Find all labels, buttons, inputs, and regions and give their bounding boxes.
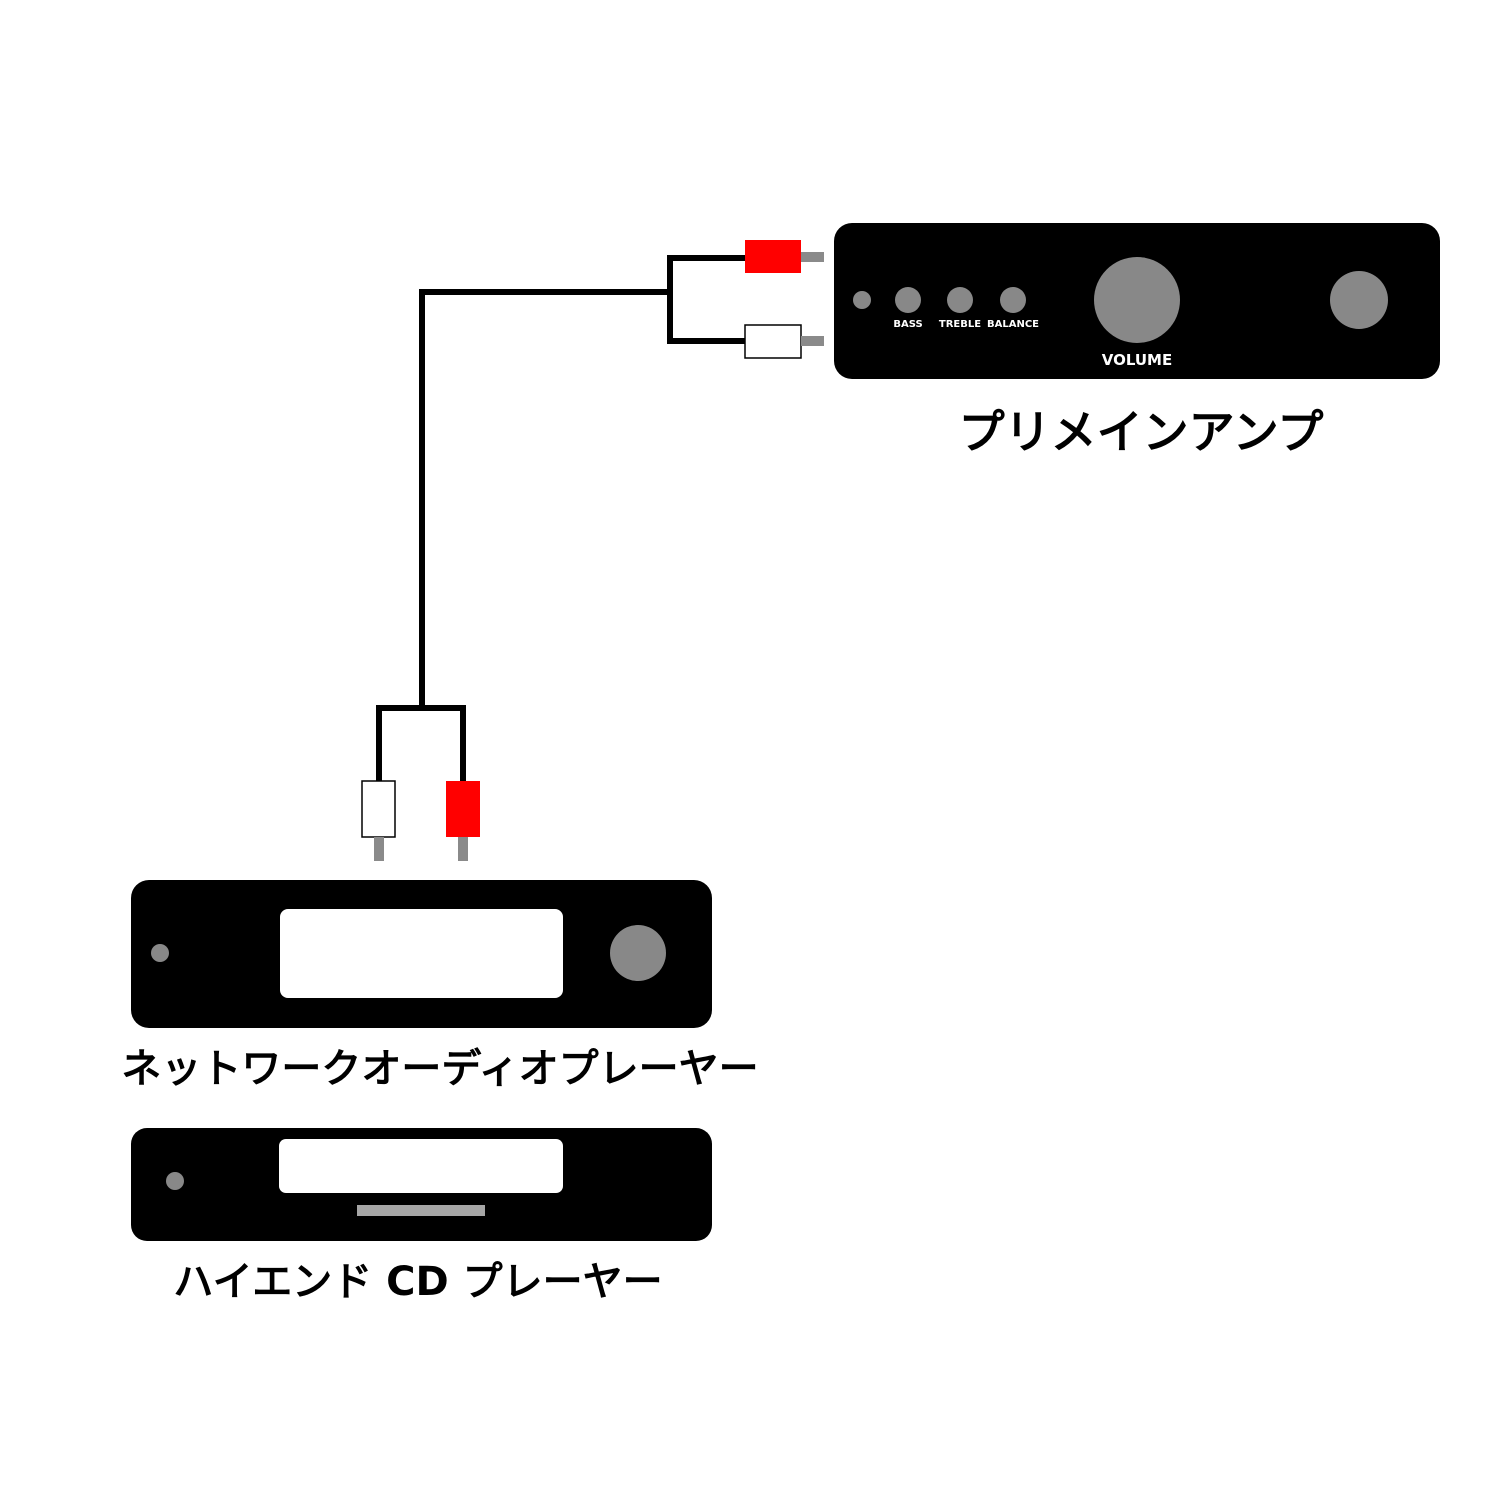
- power-indicator-icon: [166, 1172, 184, 1190]
- power-indicator-icon: [853, 291, 871, 309]
- treble-knob: [947, 287, 973, 313]
- integrated-amplifier: BASS TREBLE BALANCE VOLUME: [834, 223, 1440, 379]
- amplifier-caption: プリメインアンプ: [959, 405, 1324, 459]
- rca-plug-red-icon: [745, 240, 824, 273]
- rca-cable: [376, 255, 746, 782]
- bass-label: BASS: [893, 319, 922, 330]
- cable-fork-player: [376, 705, 466, 782]
- balance-knob: [1000, 287, 1026, 313]
- volume-knob-icon: [1094, 257, 1180, 343]
- network-audio-player: [131, 880, 712, 1028]
- treble-label: TREBLE: [939, 319, 981, 330]
- rca-plug-white-icon: [361, 780, 396, 861]
- volume-label: VOLUME: [1102, 351, 1172, 369]
- amp-input-plugs: [744, 240, 824, 359]
- cable-fork-amp: [667, 255, 746, 344]
- rca-plug-red-icon: [446, 781, 480, 861]
- input-selector-knob: [1330, 271, 1388, 329]
- disc-tray: [357, 1205, 485, 1216]
- bass-knob: [895, 287, 921, 313]
- cd-player-caption: ハイエンド CD プレーヤー: [173, 1259, 662, 1305]
- display-window: [280, 909, 563, 998]
- power-indicator-icon: [151, 944, 169, 962]
- player-output-plugs: [361, 780, 480, 861]
- cable-main-line: [419, 289, 670, 708]
- rca-plug-white-icon: [744, 324, 824, 359]
- display-window: [279, 1139, 563, 1193]
- network-player-caption: ネットワークオーディオプレーヤー: [121, 1046, 758, 1092]
- balance-label: BALANCE: [987, 319, 1039, 330]
- control-knob: [610, 925, 666, 981]
- cd-player: [131, 1128, 712, 1241]
